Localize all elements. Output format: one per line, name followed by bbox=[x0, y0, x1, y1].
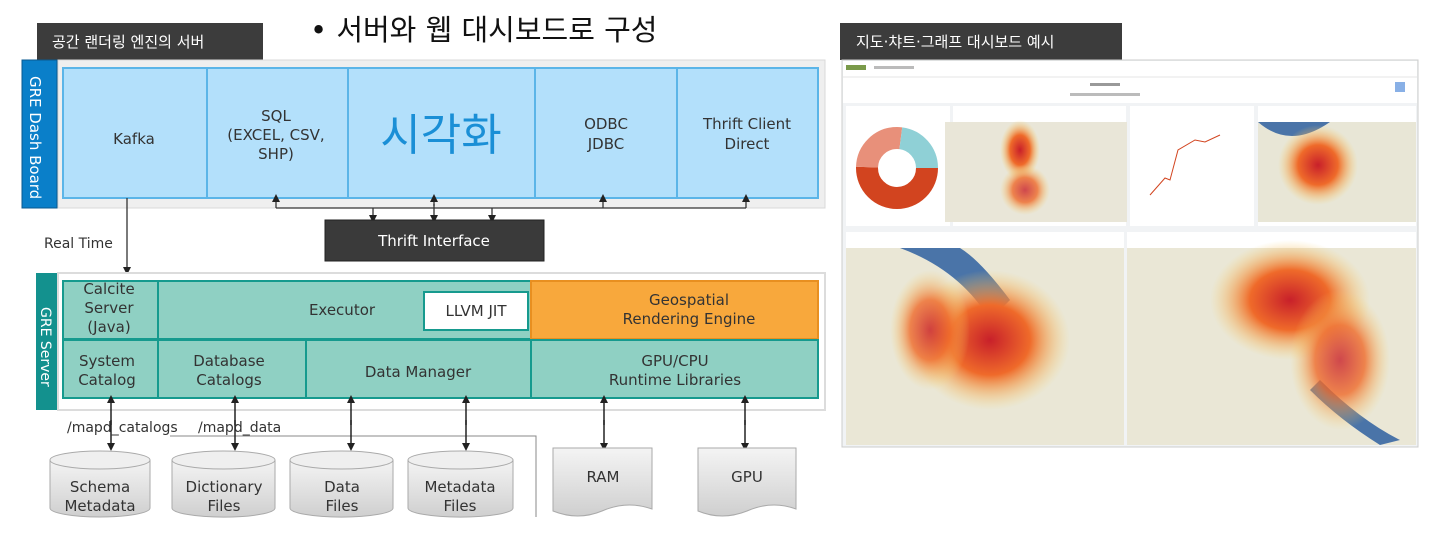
thrift-direct-label: Direct bbox=[725, 135, 770, 153]
storage-label: Files bbox=[208, 497, 241, 515]
cell-sql bbox=[206, 67, 349, 199]
dashboard-side-bar bbox=[21, 59, 58, 209]
storage-label: Schema bbox=[70, 478, 130, 496]
sql-label-line: SQL bbox=[261, 107, 291, 125]
database-catalogs-label: Database bbox=[193, 352, 265, 370]
data-manager-cell bbox=[305, 339, 532, 399]
jdbc-label: JDBC bbox=[587, 135, 624, 153]
cell-kafka bbox=[62, 67, 208, 199]
llvm-jit-cell bbox=[423, 291, 529, 331]
geospatial-label: Geospatial bbox=[649, 291, 729, 309]
dashboard-cells: Kafka SQL (EXCEL, CSV, SHP) 시각화 ODBC JDB… bbox=[62, 67, 819, 199]
kafka-label: Kafka bbox=[113, 130, 155, 148]
donut-chart-thumbnail bbox=[856, 127, 938, 209]
metadata-files-store: Metadata Files bbox=[407, 450, 514, 518]
system-catalog-label: System bbox=[79, 352, 135, 370]
schema-metadata-store: Schema Metadata bbox=[49, 450, 151, 518]
dictionary-files-store: Dictionary Files bbox=[171, 450, 276, 518]
storage-label: Files bbox=[326, 497, 359, 515]
cell-odbc bbox=[534, 67, 678, 199]
sql-label-line: SHP) bbox=[258, 145, 294, 163]
runtime-cell bbox=[530, 339, 819, 399]
storage-label: Files bbox=[444, 497, 477, 515]
thrift-client-label: Thrift Client bbox=[702, 115, 791, 133]
cell-thrift-client bbox=[676, 67, 819, 199]
ram-label: RAM bbox=[586, 468, 619, 486]
thrift-connectors bbox=[123, 194, 750, 275]
database-catalogs-cell bbox=[157, 339, 307, 399]
runtime-label: Runtime Libraries bbox=[609, 371, 741, 389]
odbc-label: ODBC bbox=[584, 115, 628, 133]
llvm-label: LLVM JIT bbox=[445, 302, 507, 320]
sql-label-line: (EXCEL, CSV, bbox=[227, 126, 324, 144]
geospatial-label: Rendering Engine bbox=[623, 310, 756, 328]
left-section-tab: 공간 랜더링 엔진의 서버 bbox=[37, 23, 263, 60]
thrift-interface-box bbox=[324, 219, 545, 262]
right-section-tab: 지도·챠트·그래프 대시보드 예시 bbox=[840, 23, 1122, 60]
dashboard-example-image bbox=[841, 59, 1419, 448]
mapd-data-path: /mapd_data bbox=[198, 420, 281, 436]
storage-label: Data bbox=[324, 478, 360, 496]
executor-label: Executor bbox=[309, 301, 376, 319]
thrift-interface-label: Thrift Interface bbox=[377, 232, 490, 250]
server-side-bar bbox=[36, 273, 57, 410]
storage-label: Dictionary bbox=[186, 478, 263, 496]
storage-label: Metadata bbox=[424, 478, 495, 496]
runtime-label: GPU/CPU bbox=[641, 352, 708, 370]
right-tab-label: 지도·챠트·그래프 대시보드 예시 bbox=[856, 33, 1054, 51]
storage-label: Metadata bbox=[64, 497, 135, 515]
database-catalogs-label: Catalogs bbox=[196, 371, 262, 389]
real-time-label: Real Time bbox=[44, 236, 113, 252]
data-manager-label: Data Manager bbox=[365, 363, 472, 381]
system-catalog-cell bbox=[62, 339, 159, 399]
calcite-label: Server bbox=[84, 299, 134, 317]
dashboard-side-label: GRE Dash Board bbox=[26, 76, 44, 199]
data-files-store: Data Files bbox=[289, 450, 394, 518]
gpu-node: GPU bbox=[697, 447, 797, 517]
cell-visualization bbox=[347, 67, 536, 199]
storage-arrows bbox=[107, 395, 749, 517]
geospatial-cell bbox=[530, 280, 819, 340]
ram-node: RAM bbox=[552, 447, 653, 517]
system-catalog-label: Catalog bbox=[78, 371, 136, 389]
calcite-label: Calcite bbox=[83, 280, 134, 298]
server-side-label: GRE Server bbox=[37, 307, 53, 387]
gpu-label: GPU bbox=[731, 468, 763, 486]
mount-bracket-line bbox=[170, 435, 537, 517]
server-cells: Calcite Server (Java) Executor LLVM JIT … bbox=[62, 280, 819, 399]
left-tab-label: 공간 랜더링 엔진의 서버 bbox=[52, 33, 204, 51]
visualization-label: 시각화 bbox=[380, 110, 501, 161]
storage-cylinders: Schema Metadata Dictionary Files Data Fi… bbox=[49, 450, 514, 518]
slide-title: • 서버와 웹 대시보드로 구성 bbox=[310, 13, 657, 47]
mapd-catalogs-path: /mapd_catalogs bbox=[67, 420, 178, 436]
calcite-label: (Java) bbox=[87, 318, 130, 336]
